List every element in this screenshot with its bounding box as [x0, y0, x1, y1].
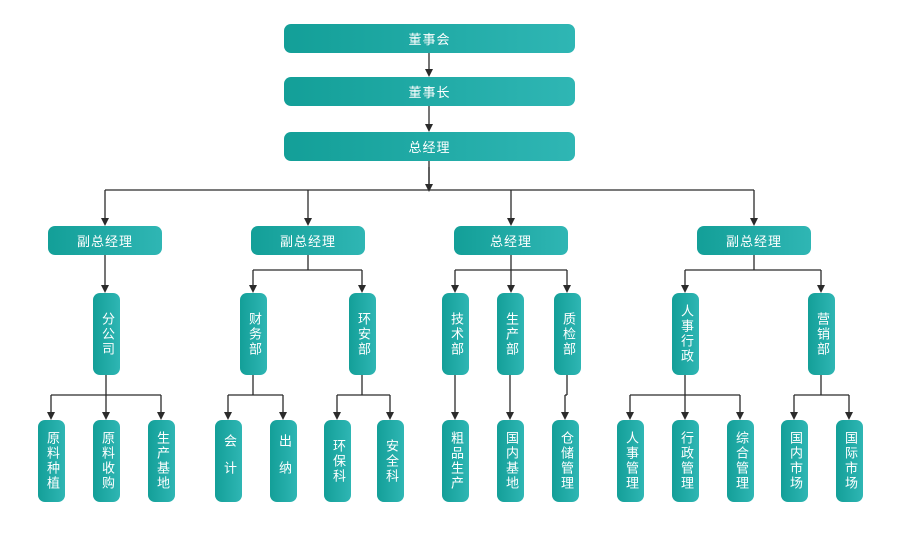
node-label: 原料收购 — [99, 431, 114, 491]
node-leaf[interactable]: 人事管理 — [617, 420, 644, 502]
node-label: 财务部 — [246, 311, 261, 357]
node-label: 人事行政 — [678, 304, 693, 364]
node-label: 人事管理 — [623, 431, 638, 491]
node-leaf[interactable]: 国内市场 — [781, 420, 808, 502]
node-label: 原料种植 — [44, 431, 59, 491]
node-unit[interactable]: 环安部 — [349, 293, 376, 375]
node-leaf[interactable]: 生产基地 — [148, 420, 175, 502]
node-division-head[interactable]: 副总经理 — [48, 226, 162, 255]
node-division-head[interactable]: 副总经理 — [251, 226, 365, 255]
node-leaf[interactable]: 会计 — [215, 420, 242, 502]
node-leaf[interactable]: 综合管理 — [727, 420, 754, 502]
node-unit[interactable]: 生产部 — [497, 293, 524, 375]
node-leaf[interactable]: 国内基地 — [497, 420, 524, 502]
node-label: 总经理 — [489, 235, 532, 250]
node-label: 粗品生产 — [448, 431, 463, 491]
node-label: 国内基地 — [503, 431, 518, 491]
node-leaf[interactable]: 国际市场 — [836, 420, 863, 502]
node-label: 行政管理 — [678, 431, 693, 491]
node-leaf[interactable]: 环保科 — [324, 420, 351, 502]
node-ceo[interactable]: 总经理 — [284, 132, 575, 161]
node-label: 生产部 — [503, 311, 518, 357]
node-label: 副总经理 — [725, 235, 782, 250]
node-label: 环保科 — [330, 438, 345, 484]
node-label: 董事长 — [408, 86, 451, 101]
node-label: 质检部 — [560, 311, 575, 357]
node-label: 分公司 — [99, 311, 114, 357]
node-label: 安全科 — [383, 438, 398, 484]
node-label: 董事会 — [408, 33, 451, 48]
node-label: 会计 — [221, 434, 236, 488]
node-label: 副总经理 — [279, 235, 336, 250]
node-leaf[interactable]: 行政管理 — [672, 420, 699, 502]
node-label: 副总经理 — [76, 235, 133, 250]
node-label: 总经理 — [408, 141, 451, 156]
node-leaf[interactable]: 原料种植 — [38, 420, 65, 502]
node-unit[interactable]: 质检部 — [554, 293, 581, 375]
node-label: 仓储管理 — [558, 431, 573, 491]
node-unit[interactable]: 分公司 — [93, 293, 120, 375]
node-unit[interactable]: 技术部 — [442, 293, 469, 375]
node-leaf[interactable]: 安全科 — [377, 420, 404, 502]
node-leaf[interactable]: 粗品生产 — [442, 420, 469, 502]
node-board[interactable]: 董事会 — [284, 24, 575, 53]
node-leaf[interactable]: 仓储管理 — [552, 420, 579, 502]
node-unit[interactable]: 财务部 — [240, 293, 267, 375]
node-label: 营销部 — [814, 311, 829, 357]
node-leaf[interactable]: 原料收购 — [93, 420, 120, 502]
node-label: 综合管理 — [733, 431, 748, 491]
node-chairman[interactable]: 董事长 — [284, 77, 575, 106]
node-label: 出纳 — [276, 434, 291, 488]
node-division-head[interactable]: 总经理 — [454, 226, 568, 255]
node-label: 技术部 — [448, 311, 463, 357]
node-unit[interactable]: 人事行政 — [672, 293, 699, 375]
node-label: 国际市场 — [842, 431, 857, 491]
node-division-head[interactable]: 副总经理 — [697, 226, 811, 255]
node-unit[interactable]: 营销部 — [808, 293, 835, 375]
node-label: 环安部 — [355, 311, 370, 357]
node-leaf[interactable]: 出纳 — [270, 420, 297, 502]
node-label: 生产基地 — [154, 431, 169, 491]
node-label: 国内市场 — [787, 431, 802, 491]
